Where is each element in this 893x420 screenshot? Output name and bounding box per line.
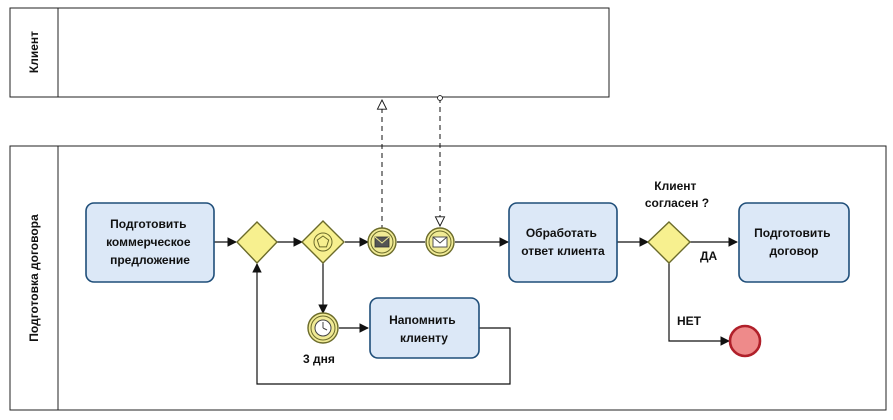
task-prepare-offer-line-1: Подготовить — [110, 217, 186, 231]
sequence-flows — [214, 237, 738, 385]
svg-text:Подготовить договор: Подготовить договор — [754, 226, 834, 258]
exclusive-gateway-merge[interactable] — [236, 221, 278, 265]
task-remind-client-line-1: Напомнить — [389, 313, 456, 327]
gateway-question-label: Клиент согласен ? — [645, 179, 709, 210]
task-prepare-contract[interactable]: Подготовить договор — [738, 202, 850, 283]
task-process-answer-line-1: Обработать — [526, 226, 597, 240]
send-message-event[interactable] — [367, 227, 397, 257]
gateway-question-line-1: Клиент — [654, 179, 696, 193]
clock-icon — [314, 319, 332, 337]
task-process-answer[interactable]: Обработать ответ клиента — [508, 202, 618, 283]
task-prepare-offer-line-3: предложение — [110, 253, 190, 267]
pool-client-label: Клиент — [27, 31, 41, 73]
task-prepare-offer-line-2: коммерческое — [106, 235, 191, 249]
event-based-gateway[interactable] — [301, 220, 345, 264]
no-label: НЕТ — [677, 314, 702, 328]
svg-text:Обработать ответ клиента: Обработать ответ клиента — [521, 226, 605, 258]
pool-process-label: Подготовка договора — [27, 214, 41, 342]
svg-text:Подготовить коммерческое: Подготовить коммерческое предложение — [106, 217, 194, 267]
message-flows — [382, 98, 440, 230]
exclusive-gateway-client-agrees[interactable] — [646, 221, 692, 264]
flow-gateway2-no — [668, 263, 730, 346]
svg-text:Напомнить клиенту: Напомнить клиенту — [389, 313, 459, 345]
receive-message-event[interactable] — [425, 227, 455, 257]
task-prepare-contract-line-2: договор — [770, 244, 819, 258]
timer-event[interactable] — [307, 312, 339, 344]
flow-remind-loop — [252, 263, 511, 385]
gateway-question-line-2: согласен ? — [645, 196, 709, 210]
task-remind-client-line-2: клиенту — [400, 331, 448, 345]
yes-label: ДА — [700, 249, 718, 263]
task-process-answer-line-2: ответ клиента — [521, 244, 605, 258]
pool-client: Клиент — [9, 7, 610, 98]
timer-label: 3 дня — [303, 352, 335, 366]
task-prepare-offer[interactable]: Подготовить коммерческое предложение — [85, 202, 215, 283]
end-event[interactable] — [728, 324, 762, 358]
event-gateway-inner-circle-icon — [313, 232, 333, 252]
task-remind-client[interactable]: Напомнить клиенту — [369, 297, 480, 359]
task-prepare-contract-line-1: Подготовить — [754, 226, 830, 240]
envelope-filled-icon — [374, 236, 390, 248]
event-gateway-pentagon-icon — [316, 235, 330, 248]
envelope-outline-icon — [432, 236, 448, 248]
